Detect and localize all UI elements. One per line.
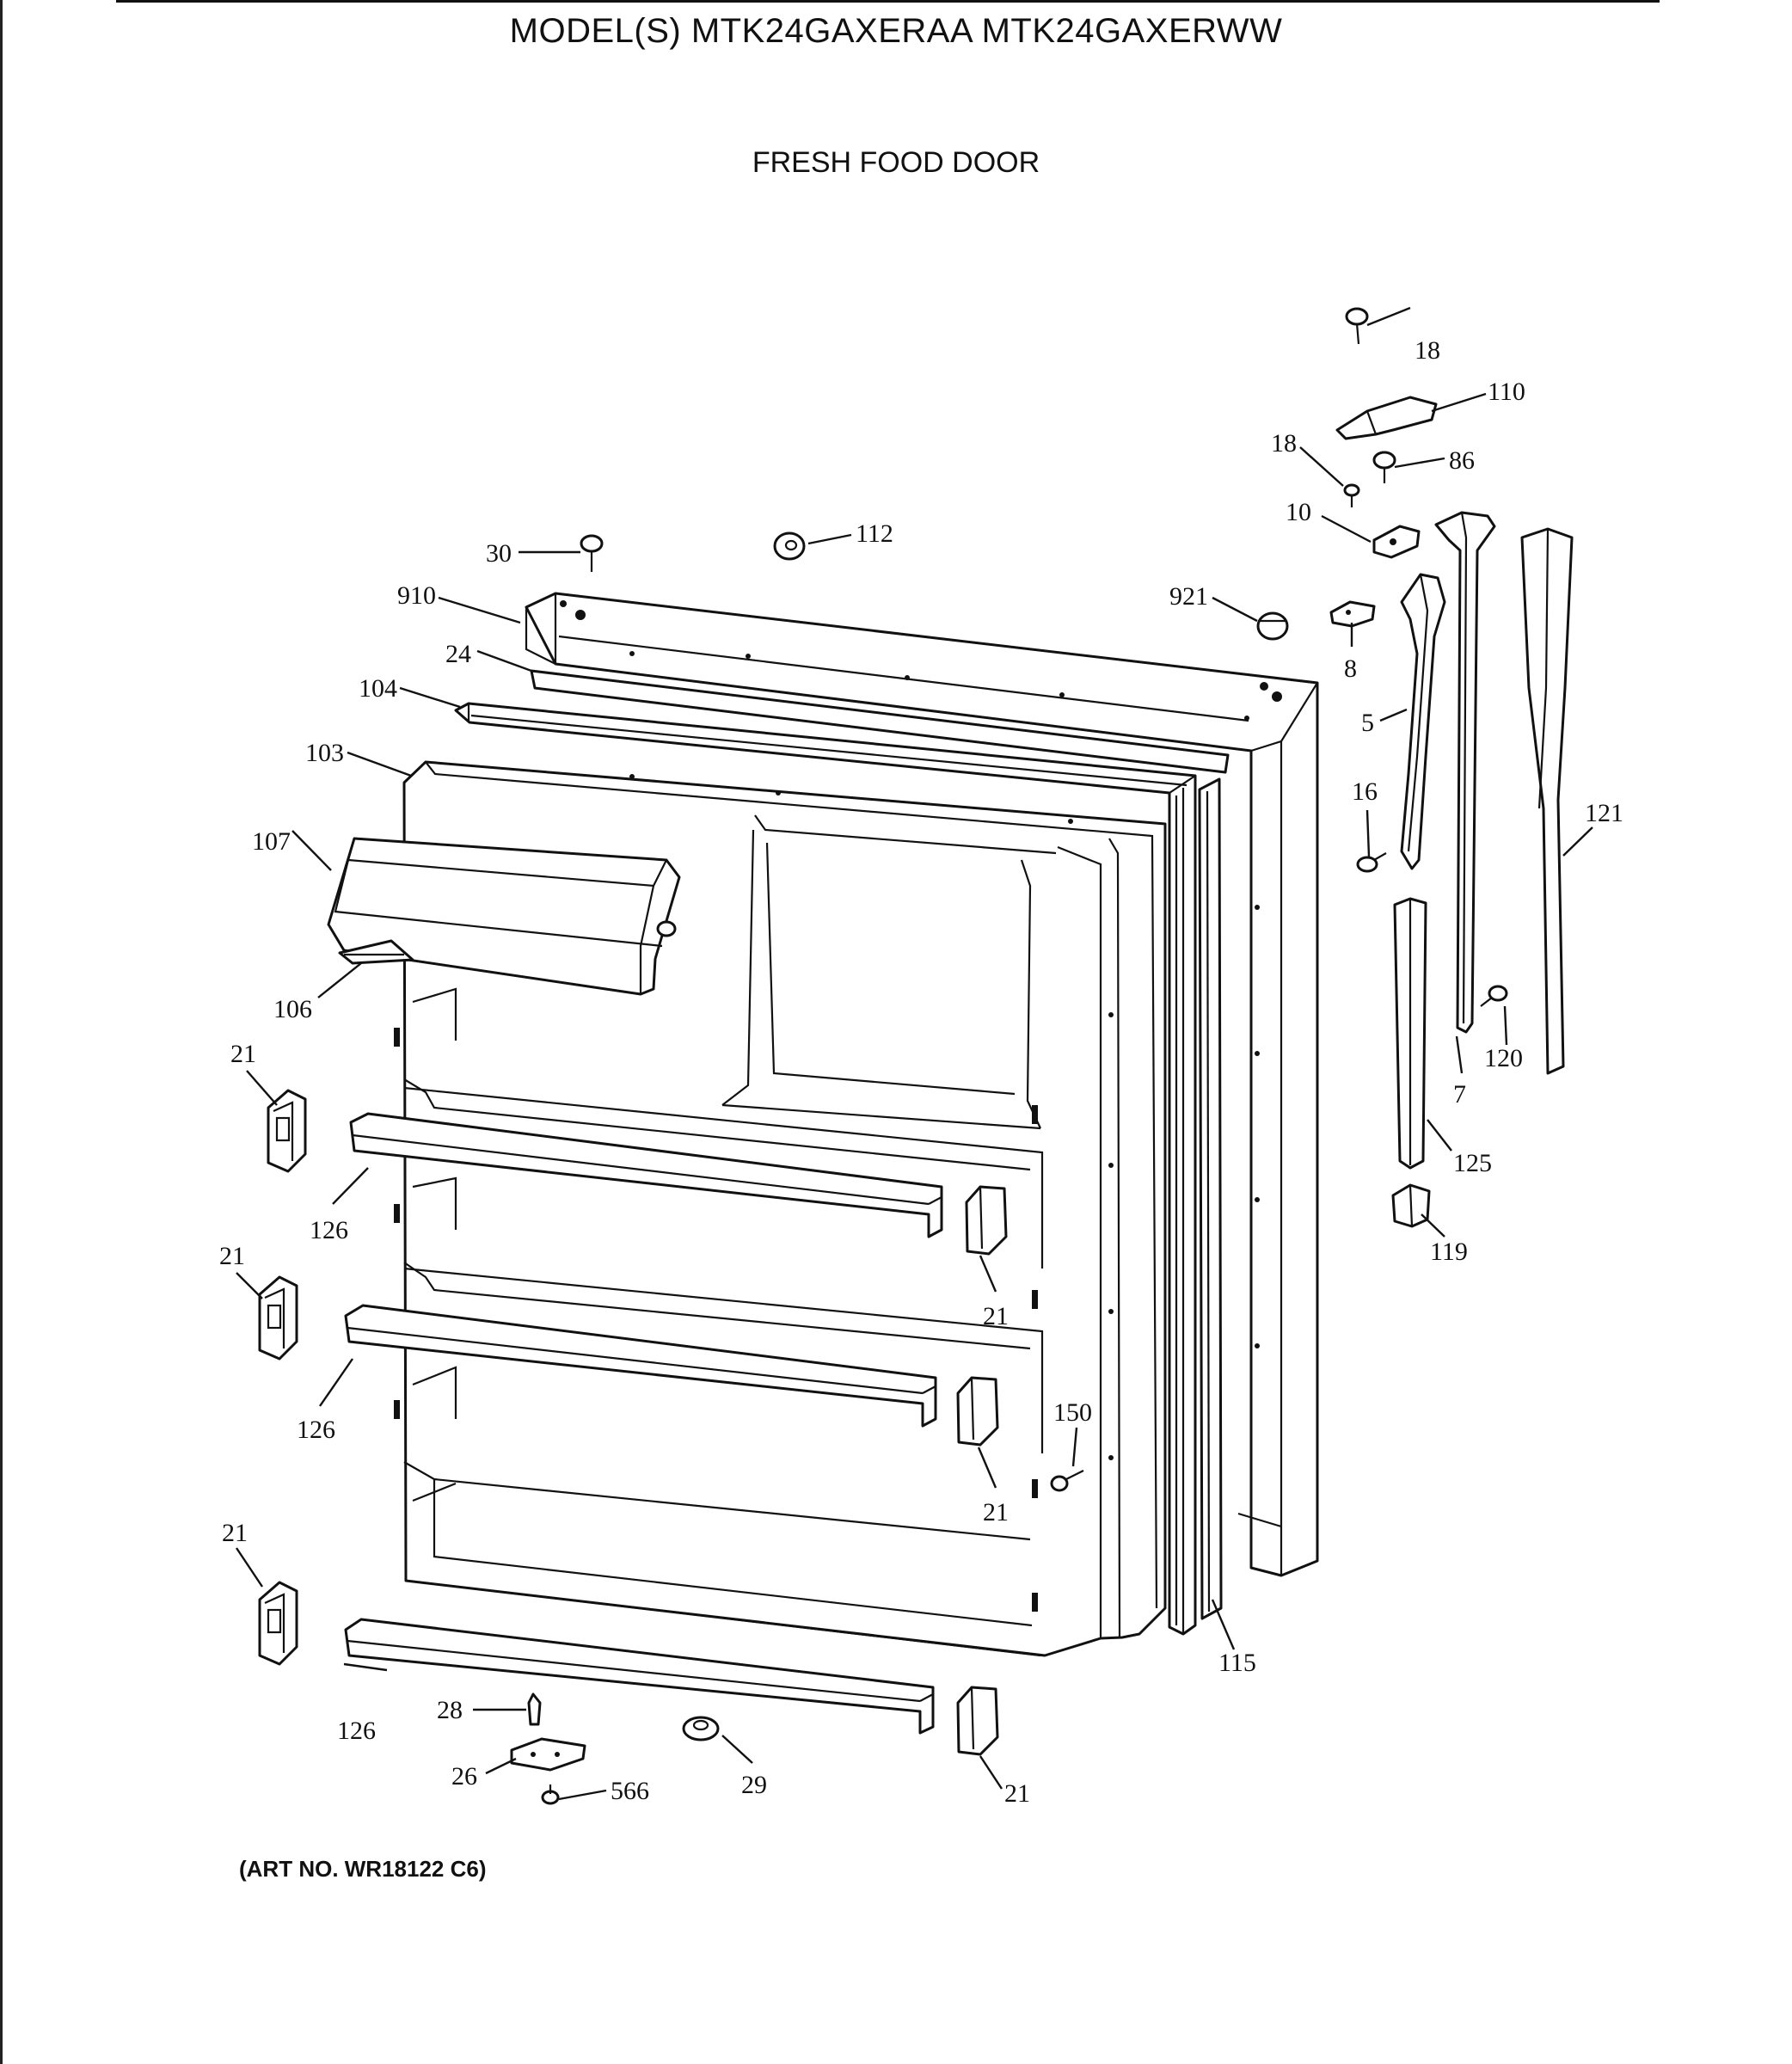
callout-21: 21 (1004, 1779, 1030, 1808)
callout-150: 150 (1053, 1398, 1092, 1427)
art-number: (ART NO. WR18122 C6) (239, 1856, 487, 1882)
callout-29: 29 (741, 1771, 767, 1799)
left-rule (0, 0, 3, 2064)
callout-119: 119 (1430, 1238, 1468, 1266)
callout-21: 21 (983, 1498, 1009, 1526)
door-shelf-bar-upper (349, 1112, 943, 1238)
callout-21: 21 (222, 1519, 248, 1547)
callout-103: 103 (305, 739, 344, 767)
shelf-end-cap-left-1 (267, 1089, 307, 1173)
callout-10: 10 (1286, 498, 1311, 526)
callout-leaders (236, 306, 1593, 1801)
handle-bracket-125 (1393, 897, 1427, 1170)
callout-115: 115 (1218, 1649, 1256, 1677)
hinge-cover-110 (1335, 396, 1438, 440)
plate-26 (510, 1737, 586, 1772)
shelf-end-cap-right-2 (956, 1376, 999, 1447)
shelf-end-cap-right-1 (965, 1185, 1008, 1256)
callout-126: 126 (337, 1717, 376, 1745)
bracket-10 (1372, 525, 1421, 559)
screw-150 (1050, 1470, 1084, 1492)
callout-107: 107 (252, 827, 291, 856)
callout-8: 8 (1344, 654, 1357, 683)
plug-112 (773, 531, 806, 561)
callout-21: 21 (230, 1040, 256, 1068)
plug-921 (1256, 611, 1289, 641)
grommet-29 (682, 1716, 720, 1742)
callout-16: 16 (1352, 777, 1378, 806)
shelf-end-cap-left-3 (258, 1581, 298, 1666)
callout-921: 921 (1169, 582, 1208, 611)
callout-5: 5 (1361, 709, 1374, 737)
callout-28: 28 (437, 1696, 463, 1724)
screw-566 (541, 1784, 560, 1805)
handle-mount-7 (1434, 511, 1496, 1034)
callout-121: 121 (1585, 799, 1623, 827)
callout-21: 21 (219, 1242, 245, 1270)
callout-104: 104 (359, 674, 397, 703)
outer-door-frame (525, 592, 1319, 1577)
screw-120 (1480, 985, 1508, 1007)
screw-30 (580, 534, 604, 572)
bracket-8 (1329, 600, 1376, 628)
callout-24: 24 (445, 640, 471, 668)
callout-112: 112 (856, 519, 893, 548)
clip-119 (1391, 1183, 1431, 1228)
handle-trim-121 (1520, 527, 1574, 1075)
callout-18: 18 (1271, 429, 1297, 458)
callout-120: 120 (1484, 1044, 1523, 1072)
callout-21: 21 (983, 1302, 1009, 1330)
screw-86 (1372, 451, 1396, 483)
callout-126: 126 (310, 1216, 348, 1244)
callout-566: 566 (611, 1777, 649, 1805)
gasket-strip-24 (530, 669, 1230, 774)
screw-18-top (1345, 307, 1369, 345)
callout-26: 26 (451, 1762, 477, 1791)
pin-28 (527, 1692, 542, 1726)
callout-86: 86 (1449, 446, 1475, 475)
door-shelf-bar-middle (344, 1304, 937, 1428)
callout-106: 106 (273, 995, 312, 1023)
handle-5 (1400, 573, 1446, 870)
callout-126: 126 (297, 1416, 335, 1444)
dairy-door-hinge (338, 939, 414, 965)
callout-110: 110 (1488, 378, 1525, 406)
door-shelf-bar-lower (344, 1618, 935, 1735)
screw-16 (1356, 852, 1387, 873)
top-rule (116, 0, 1660, 3)
shelf-end-cap-left-2 (258, 1275, 298, 1361)
side-gasket-strip (1198, 777, 1223, 1620)
callout-910: 910 (397, 581, 436, 610)
callout-125: 125 (1453, 1149, 1492, 1177)
callout-30: 30 (486, 539, 512, 568)
door-gasket (454, 702, 1197, 1636)
shelf-end-cap-right-3 (956, 1686, 999, 1756)
screw-18-mid (1343, 483, 1360, 507)
callout-7: 7 (1453, 1080, 1466, 1109)
model-title: MODEL(S) MTK24GAXERAA MTK24GAXERWW (509, 12, 1283, 50)
callout-labels: 18 110 18 86 10 30 112 910 921 8 24 104 … (219, 336, 1623, 1808)
callout-18: 18 (1415, 336, 1440, 365)
dairy-compartment-door (327, 837, 681, 996)
section-title: FRESH FOOD DOOR (752, 146, 1040, 179)
